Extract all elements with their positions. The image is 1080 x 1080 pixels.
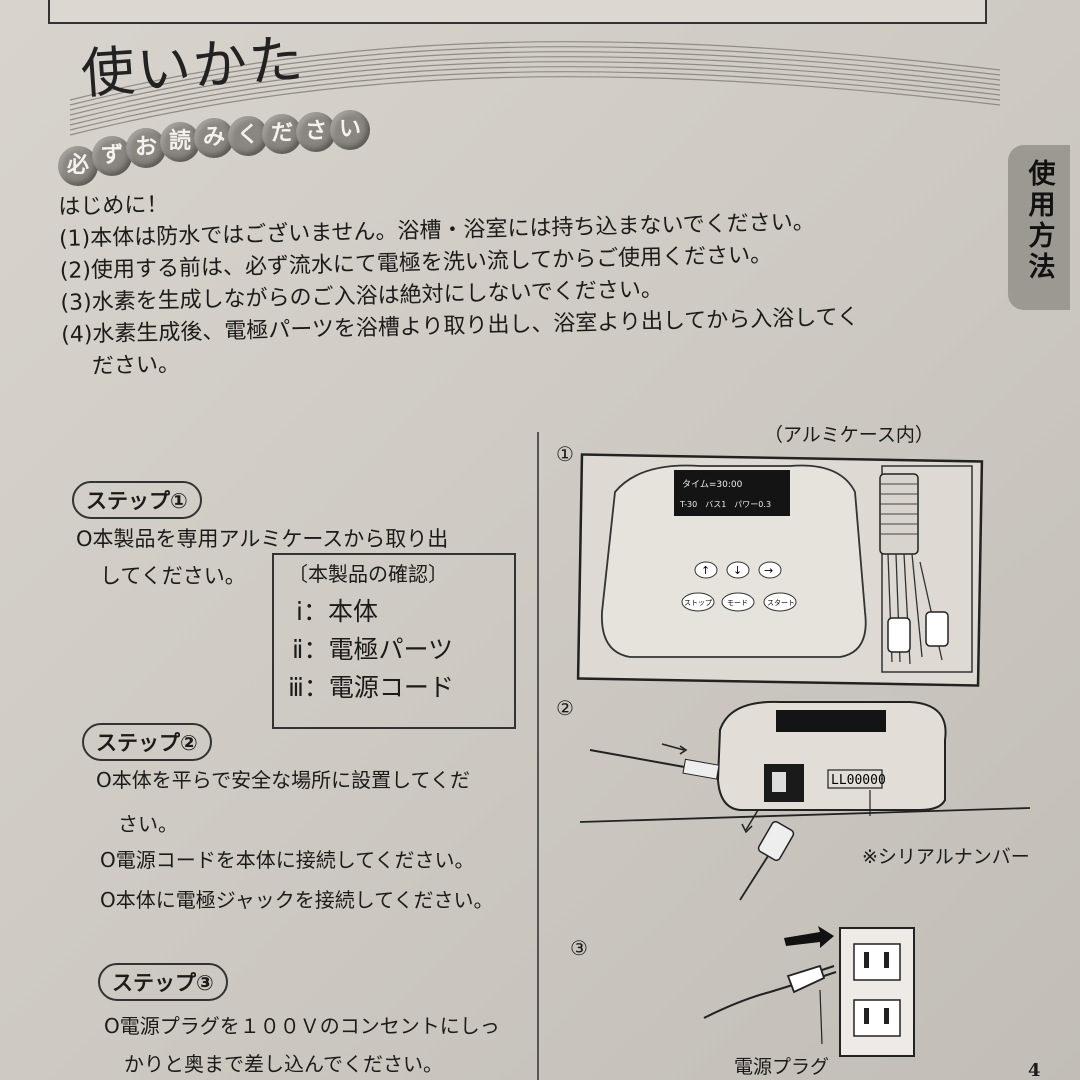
step2-text-line: さい。 bbox=[118, 812, 178, 836]
fig1-caption: （アルミケース内） bbox=[764, 424, 934, 446]
step1-text-line: してください。 bbox=[100, 564, 246, 588]
title-wave-decoration bbox=[69, 41, 1000, 136]
fig3-plug-label: 電源プラグ bbox=[734, 1056, 830, 1078]
readme-char: く bbox=[228, 116, 268, 156]
check-item: ⅰ：本体 bbox=[296, 597, 378, 626]
fig2-serial-label: ※シリアルナンバー bbox=[862, 846, 1030, 868]
fig2-connection-illustration: LL00000 bbox=[580, 700, 1031, 901]
top-frame bbox=[48, 0, 987, 24]
up-arrow-icon: ↑ bbox=[701, 564, 710, 577]
fig1-number: ① bbox=[556, 442, 574, 466]
readme-char: み bbox=[194, 118, 234, 158]
fig1-start-button: スタート bbox=[767, 598, 795, 607]
fig2-serial-value: LL00000 bbox=[831, 773, 886, 788]
readme-char: 読 bbox=[160, 122, 200, 162]
fig3-outlet-illustration bbox=[703, 926, 915, 1057]
intro-notes: はじめに！ (1)本体は防水ではございません。浴槽・浴室には持ち込まないでくださ… bbox=[58, 174, 860, 384]
down-arrow-icon: ↓ bbox=[733, 564, 742, 577]
page-number: 4 bbox=[1028, 1060, 1041, 1080]
side-tab-label: 使用方法 bbox=[1023, 159, 1055, 283]
fig1-stop-button: ストップ bbox=[684, 599, 712, 607]
check-item: ⅱ：電極パーツ bbox=[292, 635, 453, 664]
step1-text-line: O本製品を専用アルミケースから取り出 bbox=[76, 527, 449, 551]
readme-char: だ bbox=[262, 114, 302, 154]
column-divider bbox=[537, 432, 539, 1080]
readme-char: ず bbox=[92, 136, 132, 176]
step3-text-line: O電源プラグを１００Ｖのコンセントにしっ bbox=[104, 1014, 500, 1038]
page-title: 使いかた bbox=[78, 27, 307, 106]
step3-text-line: かりと奥まで差し込んでください。 bbox=[124, 1052, 443, 1076]
side-tab-usage: 使用方法 bbox=[1008, 145, 1070, 310]
fig1-case-illustration: タイム=30:00 T-30 バス1 パワー0.3 ↑ ↓ → ストップ モード… bbox=[576, 453, 984, 687]
fig1-mode-button: モード bbox=[727, 599, 748, 607]
readme-char: さ bbox=[296, 112, 336, 152]
fig1-display-line1: タイム=30:00 bbox=[682, 479, 743, 490]
fig2-number: ② bbox=[556, 696, 574, 720]
check-title: 〔本製品の確認〕 bbox=[288, 562, 448, 586]
fig1-display-line2: T-30 バス1 パワー0.3 bbox=[679, 500, 771, 509]
step2-text-line: O本体に電極ジャックを接続してください。 bbox=[100, 888, 494, 912]
readme-char: お bbox=[126, 128, 166, 168]
step3-label: ステップ③ bbox=[98, 963, 228, 1001]
fig3-number: ③ bbox=[570, 936, 588, 960]
step2-text-line: O電源コードを本体に接続してください。 bbox=[100, 848, 475, 872]
step2-text-line: O本体を平らで安全な場所に設置してくだ bbox=[96, 768, 470, 792]
readme-char: 必 bbox=[58, 146, 98, 186]
step2-label: ステップ② bbox=[82, 723, 212, 761]
check-item: ⅲ：電源コード bbox=[288, 673, 454, 702]
right-arrow-icon: → bbox=[764, 564, 773, 577]
step1-label: ステップ① bbox=[72, 481, 202, 519]
readme-char: い bbox=[330, 110, 370, 150]
product-check-box: 〔本製品の確認〕 ⅰ：本体 ⅱ：電極パーツ ⅲ：電源コード bbox=[272, 553, 516, 729]
